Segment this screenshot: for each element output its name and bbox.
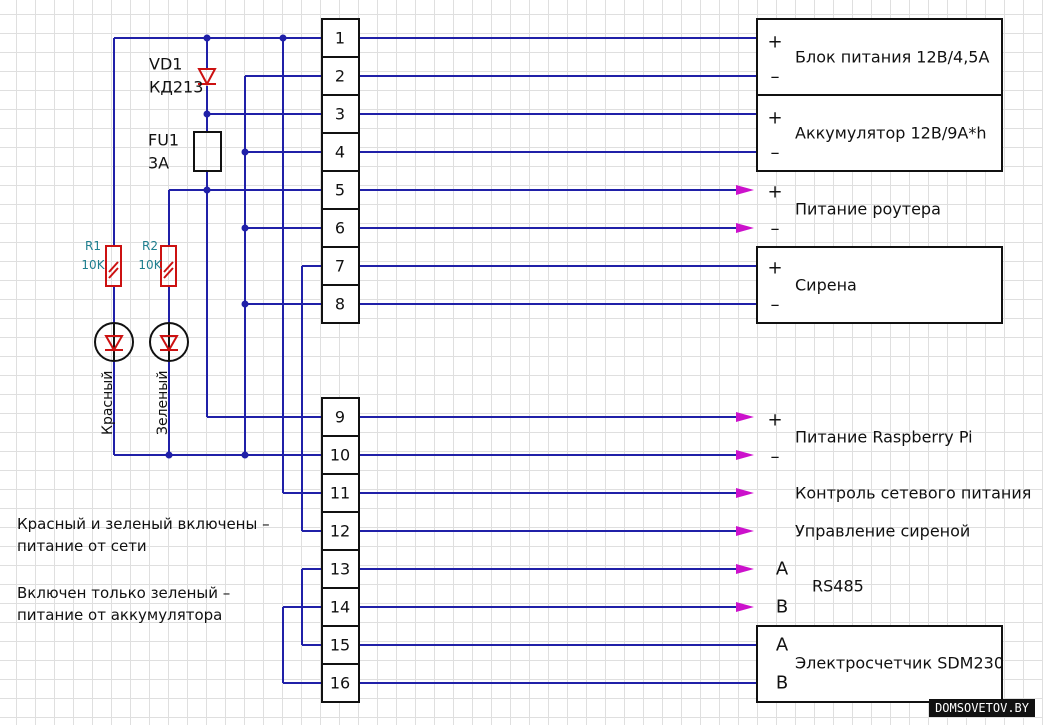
- terminal-block-top: 1 2 3 4 5 6 7 8: [321, 18, 360, 324]
- device-psu: + – Блок питания 12В/4,5А: [756, 18, 1003, 96]
- svg-text:A: A: [776, 635, 789, 656]
- svg-text:B: B: [776, 673, 788, 694]
- svg-text:+: +: [767, 410, 782, 431]
- led-red-label: Красный: [100, 371, 116, 435]
- terminal-13: 13: [330, 560, 350, 579]
- vd1-ref: VD1: [149, 55, 182, 74]
- note-battery: Включен только зеленый – питание от акку…: [17, 582, 230, 626]
- terminal-12: 12: [330, 522, 350, 541]
- terminal-10: 10: [330, 446, 350, 465]
- r1-ref: R1: [85, 239, 101, 253]
- led-green-label: Зеленый: [155, 371, 171, 435]
- mains-control-label: Контроль сетевого питания: [795, 484, 1031, 503]
- resistor-r2: R2 10K: [138, 239, 177, 287]
- router-label: Питание роутера: [795, 200, 941, 219]
- battery-label: Аккумулятор 12В/9А*h: [795, 124, 986, 143]
- svg-text:–: –: [771, 67, 780, 88]
- terminal-14: 14: [330, 598, 350, 617]
- raspberry-label: Питание Raspberry Pi: [795, 428, 973, 447]
- svg-text:–: –: [771, 447, 780, 468]
- svg-text:+: +: [767, 258, 782, 279]
- r2-value: 10K: [138, 258, 162, 272]
- fu1-value: 3А: [148, 154, 169, 173]
- r1-value: 10K: [81, 258, 105, 272]
- terminal-8: 8: [335, 295, 345, 314]
- terminal-16: 16: [330, 674, 350, 693]
- device-meter: A B Электросчетчик SDM230: [756, 625, 1004, 703]
- meter-label: Электросчетчик SDM230: [795, 654, 1004, 673]
- svg-text:–: –: [771, 143, 780, 164]
- terminal-5: 5: [335, 181, 345, 200]
- led-red: Красный: [94, 322, 134, 435]
- terminal-11: 11: [330, 484, 350, 503]
- junctions: [165, 34, 287, 459]
- svg-text:–: –: [771, 219, 780, 240]
- svg-text:B: B: [776, 597, 788, 618]
- r2-ref: R2: [142, 239, 158, 253]
- fuse-fu1: FU1 3А: [148, 131, 222, 173]
- led-green: Зеленый: [149, 322, 189, 435]
- note-line-1: Красный и зеленый включены –: [17, 515, 270, 533]
- device-battery: + – Аккумулятор 12В/9А*h: [756, 94, 1003, 172]
- resistor-r1: R1 10K: [81, 239, 122, 287]
- terminal-6: 6: [335, 219, 345, 238]
- rs485-label: RS485: [812, 577, 864, 596]
- svg-text:+: +: [767, 32, 782, 53]
- device-router: + – Питание роутера: [767, 182, 940, 240]
- device-rs485: A B RS485: [776, 559, 864, 618]
- siren-label: Сирена: [795, 276, 857, 295]
- note-line-4: питание от аккумулятора: [17, 606, 223, 624]
- svg-text:+: +: [767, 182, 782, 203]
- vd1-value: КД213: [149, 78, 203, 97]
- device-siren: + – Сирена: [756, 246, 1003, 324]
- terminal-9: 9: [335, 408, 345, 427]
- note-line-3: Включен только зеленый –: [17, 584, 231, 602]
- terminal-15: 15: [330, 636, 350, 655]
- svg-text:+: +: [767, 108, 782, 129]
- note-line-2: питание от сети: [17, 537, 147, 555]
- terminal-block-bottom: 9 10 11 12 13 14 15 16: [321, 397, 360, 703]
- note-mains: Красный и зеленый включены – питание от …: [17, 513, 270, 557]
- svg-text:–: –: [771, 295, 780, 316]
- arrows: [736, 185, 754, 612]
- terminal-1: 1: [335, 29, 345, 48]
- terminal-7: 7: [335, 257, 345, 276]
- svg-text:A: A: [776, 559, 789, 580]
- watermark: DOMSOVETOV.BY: [929, 699, 1035, 717]
- device-raspberry: + – Питание Raspberry Pi: [767, 410, 972, 468]
- terminal-4: 4: [335, 143, 345, 162]
- terminal-3: 3: [335, 105, 345, 124]
- diode-vd1: VD1 КД213: [149, 55, 217, 97]
- wires: [113, 37, 757, 684]
- psu-label: Блок питания 12В/4,5А: [795, 48, 989, 67]
- siren-control-label: Управление сиреной: [795, 522, 970, 541]
- terminal-2: 2: [335, 67, 345, 86]
- fu1-ref: FU1: [148, 131, 179, 150]
